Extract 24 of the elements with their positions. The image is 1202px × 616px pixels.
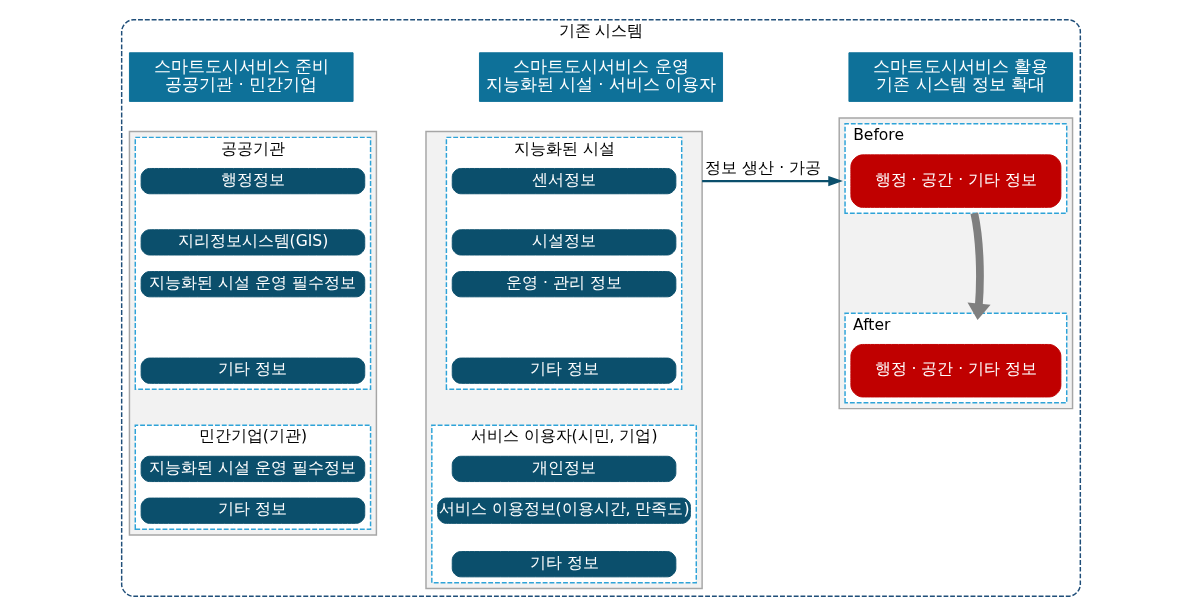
node-box: 지리정보시스템(GIS) xyxy=(140,229,366,256)
node-box: 지능화된 시설 운영 필수정보 xyxy=(140,455,366,483)
node-box: 행정 · 공간 · 기타 정보 xyxy=(850,343,1062,398)
arrow xyxy=(967,212,991,321)
edge-label: 정보 생산 · 가공 xyxy=(705,159,822,178)
node-box: 스마트도시서비스 운영 지능화된 시설 · 서비스 이용자 xyxy=(479,52,723,102)
node-box: 시설정보 xyxy=(451,229,677,256)
node-box: 기타 정보 xyxy=(140,357,366,384)
node-box: 운영 · 관리 정보 xyxy=(451,271,677,298)
node-box: 기타 정보 xyxy=(451,551,677,578)
arrow xyxy=(702,176,843,187)
node-box: 개인정보 xyxy=(451,455,677,483)
node-box: 스마트도시서비스 활용 기존 시스템 정보 확대 xyxy=(848,52,1074,102)
node-box: 지능화된 시설 운영 필수정보 xyxy=(140,271,366,298)
cluster xyxy=(128,130,378,536)
cluster xyxy=(425,130,703,590)
node-box: 서비스 이용정보(이용시간, 만족도) xyxy=(437,497,691,524)
cluster xyxy=(838,117,1074,410)
node-box: 센서정보 xyxy=(451,168,677,195)
node-box: 스마트도시서비스 준비 공공기관 · 민간기업 xyxy=(128,52,354,102)
node-box: 행정 · 공간 · 기타 정보 xyxy=(850,154,1062,208)
node-box: 행정정보 xyxy=(140,168,366,195)
node-box: 기타 정보 xyxy=(451,357,677,384)
node-box: 기타 정보 xyxy=(140,497,366,524)
